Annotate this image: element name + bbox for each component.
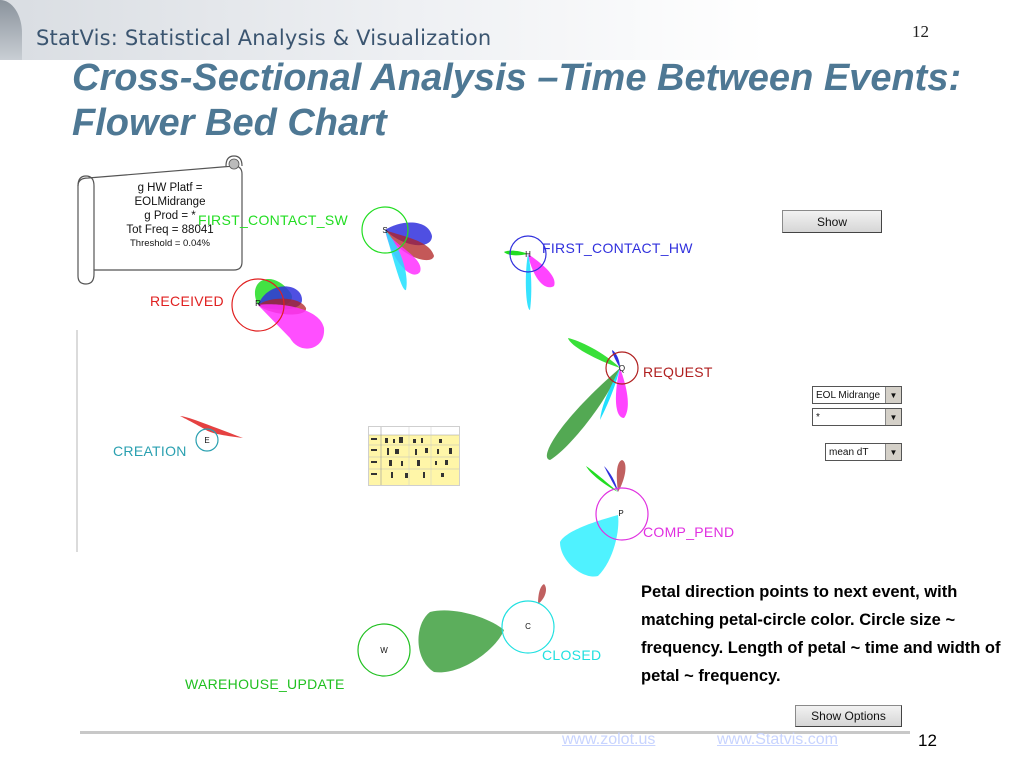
petal-s-to-q [385,230,434,261]
node-letter-q: Q [619,364,625,373]
node-letter-c: C [525,622,531,631]
petal-received-to-p [258,304,325,349]
node-creation-circle[interactable] [195,428,219,452]
label-creation: CREATION [113,443,187,459]
label-warehouse-update: WAREHOUSE_UPDATE [185,676,345,692]
show-button[interactable]: Show [782,210,882,233]
page-number-bottom: 12 [918,731,937,750]
slide-title-line-1: Cross-Sectional Analysis –Time Between E… [72,57,962,99]
petal-s-to-h [385,222,432,246]
petal-q-to-w [546,368,620,460]
footer-link-statvis[interactable]: www.Statvis.com [717,731,838,748]
note-line-2: EOLMidrange [134,196,206,208]
node-letter-w: W [380,646,388,655]
petal-c-to-w [418,610,504,673]
product-dropdown-value: * [816,411,820,423]
scroll-note-icon [77,155,243,285]
footer-divider [80,731,910,734]
footer-link-zolot[interactable]: www.zolot.us [562,731,656,748]
petal-s-to-p [385,230,421,275]
metric-dropdown[interactable]: mean dT ▼ [825,443,902,461]
petal-h-to-p [528,254,555,288]
label-first-contact-hw: FIRST_CONTACT_HW [542,240,693,256]
scroll-note-text: g HW Platf = EOLMidrange g Prod = * Tot … [116,181,224,251]
node-letter-r: R [255,299,261,308]
platform-dropdown[interactable]: EOL Midrange ▼ [812,386,902,404]
label-request: REQUEST [643,364,713,380]
metric-dropdown-value: mean dT [829,446,869,458]
note-line-3: g Prod = * [144,210,196,222]
note-line-5: Threshold = 0.04% [129,238,210,249]
petal-p-to-c [560,515,619,577]
note-line-1: g HW Platf = [137,182,203,194]
label-comp-pend: COMP_PEND [643,524,735,540]
label-first-contact-sw: FIRST_CONTACT_SW [198,212,348,228]
thumbnail-table-image[interactable] [368,426,460,486]
slide-title: Cross-Sectional Analysis –Time Between E… [72,56,972,146]
platform-dropdown-value: EOL Midrange [816,389,881,401]
note-line-4: Tot Freq = 88041 [126,224,214,236]
node-closed-circle[interactable] [501,600,555,654]
petal-q-to-p [615,368,628,418]
node-warehouse-update-circle[interactable] [357,623,411,677]
banner-swoosh-decoration [0,0,22,60]
slide-title-line-2: Flower Bed Chart [72,102,387,144]
banner-title: StatVis: Statistical Analysis & Visualiz… [36,26,492,50]
node-received-circle[interactable] [231,278,285,332]
node-letter-e: E [204,436,209,445]
petal-s-to-c [385,230,407,291]
petal-p-to-s [586,466,618,492]
label-closed: CLOSED [542,647,602,663]
node-request-circle[interactable] [605,351,639,385]
label-received: RECEIVED [150,293,224,309]
petal-c-to-q [538,584,546,604]
node-letter-s: S [382,226,387,235]
node-first-contact-sw-circle[interactable] [361,206,409,254]
petal-p-to-h [604,466,618,492]
show-options-button[interactable]: Show Options [795,705,902,727]
petal-q-to-s [568,338,620,368]
header-banner: StatVis: Statistical Analysis & Visualiz… [0,0,1024,60]
page-number-top: 12 [912,22,929,41]
petal-creation-to-r [180,416,243,438]
node-first-contact-hw-circle[interactable] [509,235,547,273]
petal-p-to-q [616,460,626,492]
chevron-down-icon[interactable]: ▼ [885,387,901,403]
node-letter-h: H [525,250,531,259]
product-dropdown[interactable]: * ▼ [812,408,902,426]
thumbnail-table-graphic [369,427,459,485]
chevron-down-icon[interactable]: ▼ [885,409,901,425]
petal-q-to-c [600,368,620,420]
chevron-down-icon[interactable]: ▼ [885,444,901,460]
petal-h-to-c [525,254,532,310]
chart-description: Petal direction points to next event, wi… [641,583,1001,685]
node-letter-p: P [618,509,623,518]
node-comp-pend-circle[interactable] [595,487,649,541]
